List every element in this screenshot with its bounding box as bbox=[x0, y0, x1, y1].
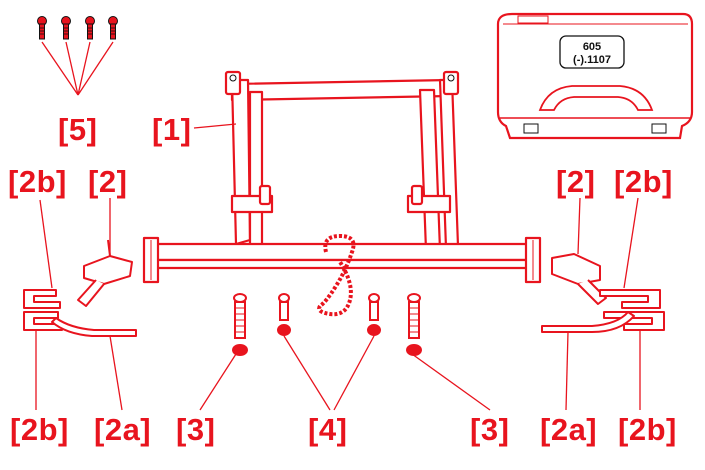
label-bolt-left: [3] bbox=[176, 412, 215, 447]
screws-group bbox=[37, 16, 118, 96]
screw-2 bbox=[61, 16, 71, 40]
label-frame: [1] bbox=[152, 112, 191, 147]
label-nuts: [4] bbox=[308, 412, 347, 447]
screw-4 bbox=[108, 16, 118, 40]
left-bracket-assembly bbox=[23, 239, 137, 337]
label-bracket-left: [2] bbox=[88, 164, 127, 199]
label-rod-left: [2a] bbox=[94, 412, 151, 447]
main-frame bbox=[142, 70, 542, 284]
label-hook-right-bottom: [2b] bbox=[618, 412, 677, 447]
label-hook-left-bottom: [2b] bbox=[10, 412, 69, 447]
short-bolts bbox=[277, 293, 381, 336]
screws-leader-lines bbox=[41, 41, 114, 96]
label-hook-right-top: [2b] bbox=[614, 164, 673, 199]
bolt-right bbox=[406, 293, 422, 356]
short-bolt-right bbox=[367, 293, 381, 336]
label-screws: [5] bbox=[58, 112, 97, 147]
bolt-left bbox=[232, 293, 248, 356]
screw-3 bbox=[85, 16, 95, 40]
short-bolt-left bbox=[277, 293, 291, 336]
carrying-case: 605 (-).1107 bbox=[496, 12, 694, 140]
case-label-line2: (-).1107 bbox=[573, 54, 611, 66]
case-label-line1: 605 bbox=[583, 41, 601, 53]
screw-1 bbox=[37, 16, 47, 40]
label-rod-right: [2a] bbox=[540, 412, 597, 447]
right-bracket-assembly bbox=[541, 253, 665, 333]
long-bolts bbox=[232, 293, 422, 356]
label-bolt-right: [3] bbox=[470, 412, 509, 447]
label-bracket-right: [2] bbox=[556, 164, 595, 199]
leader-lines bbox=[35, 123, 641, 411]
label-hook-left-top: [2b] bbox=[8, 164, 67, 199]
